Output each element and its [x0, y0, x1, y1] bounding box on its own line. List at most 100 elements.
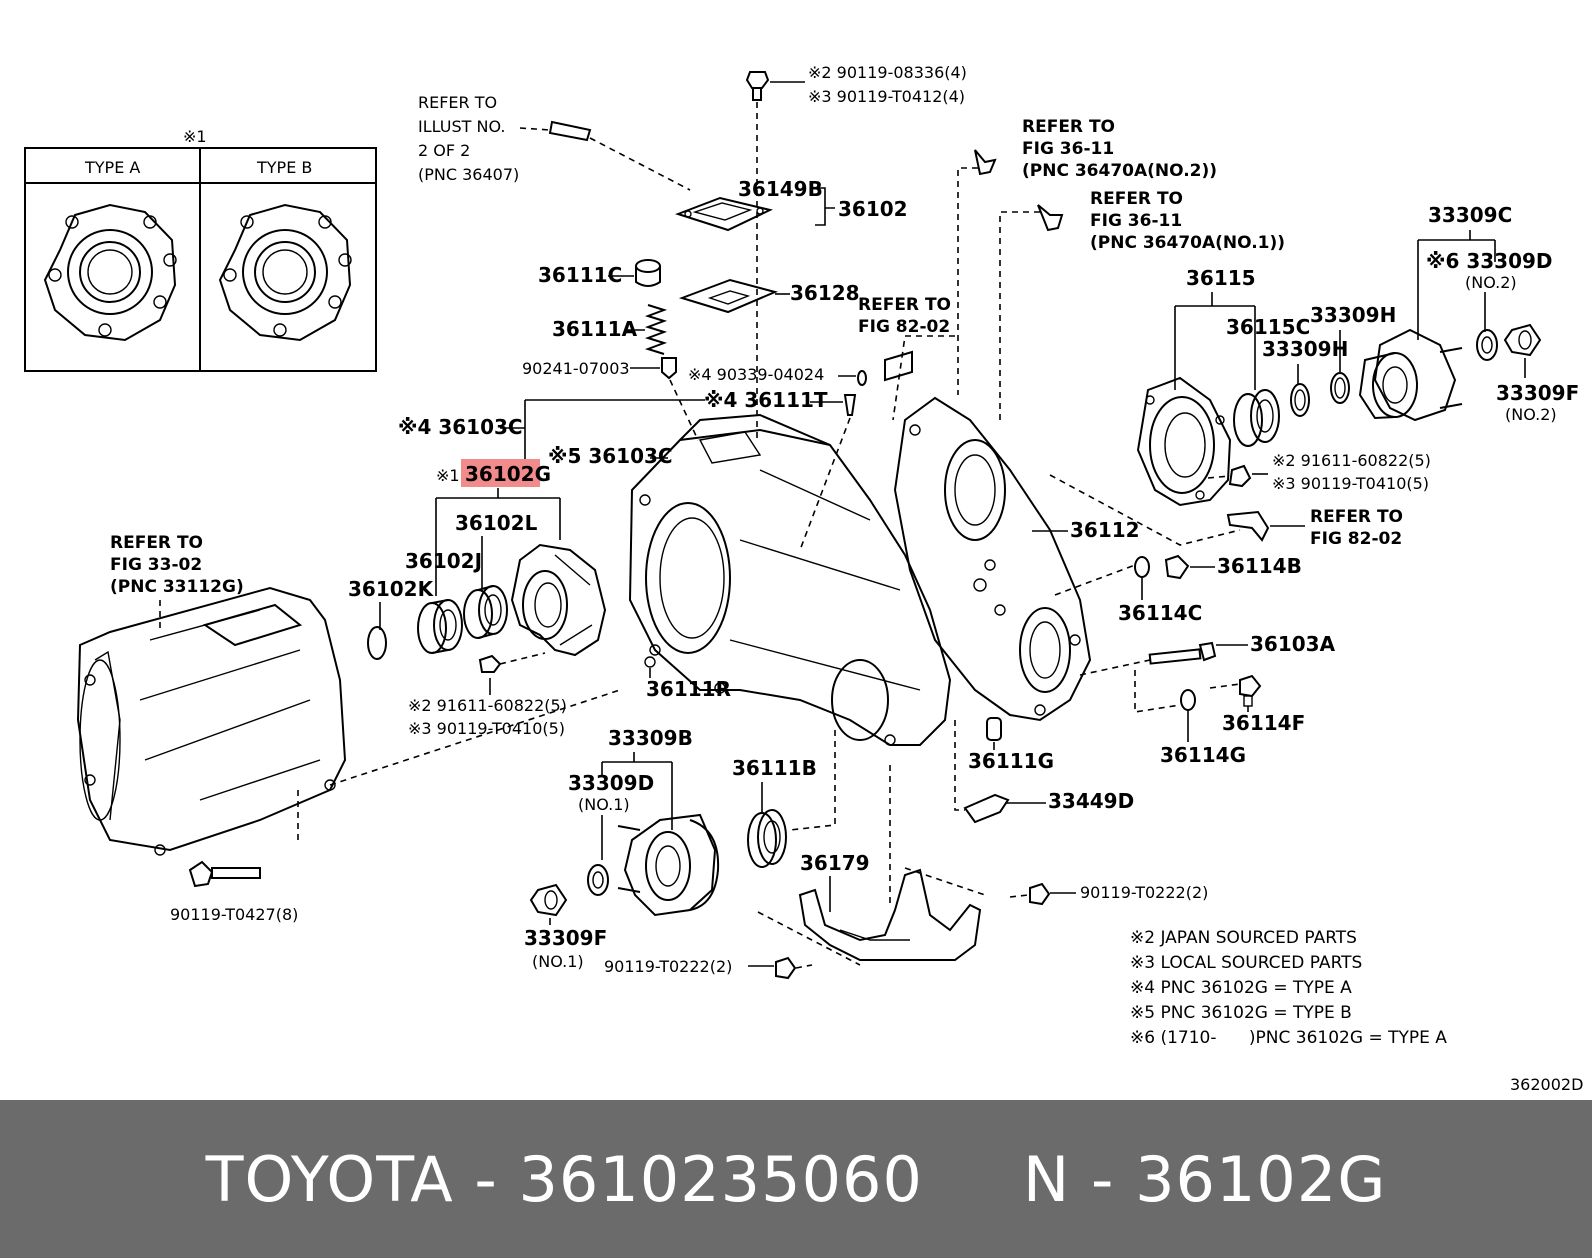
part-36102L: 36102L	[455, 511, 538, 535]
washer-33309D-icon	[1476, 329, 1498, 361]
part-36115: 36115	[1186, 266, 1256, 290]
cover-plate-icon	[674, 196, 773, 232]
part-36102G-mark: ※1	[436, 466, 460, 485]
top-bolt-1: ※2 90119-08336(4)	[808, 63, 967, 82]
part-90339: ※4 90339-04024	[688, 365, 824, 384]
part-36115C: 36115C	[1226, 315, 1310, 339]
part-36103C-type4: ※4 36103C	[398, 415, 523, 439]
part-36111C: 36111C	[538, 263, 622, 287]
footer-pnc: N - 36102G	[1022, 1142, 1387, 1216]
seal-33309H-icon	[1290, 383, 1310, 417]
part-36114B: 36114B	[1217, 554, 1302, 578]
refer-fig36-no2: REFER TO FIG 36-11 (PNC 36470A(NO.2))	[1022, 117, 1217, 181]
left-bolt-1: ※2 91611-60822(5)	[408, 696, 567, 715]
type-b-housing-icon	[218, 203, 352, 342]
flange-33309B-icon	[617, 813, 720, 917]
oil-seal-36102L-icon	[463, 585, 508, 639]
oil-seal-36102J-icon	[417, 599, 463, 654]
right-bolt-2: ※3 90119-T0410(5)	[1272, 474, 1429, 493]
part-36111A: 36111A	[552, 317, 638, 341]
part-36102-label: 36102	[838, 197, 908, 221]
svg-text:(PNC 33112G): (PNC 33112G)	[110, 577, 244, 597]
footer-bar: TOYOTA - 3610235060 N - 36102G	[0, 1100, 1592, 1258]
part-33309B: 33309B	[608, 726, 693, 750]
part-36149B: 36149B	[738, 177, 823, 201]
part-36102G-highlighted[interactable]: 36102G	[465, 462, 551, 486]
oil-seal-36111B-icon	[747, 809, 787, 868]
svg-text:FIG 82-02: FIG 82-02	[858, 317, 950, 337]
highlight-box	[461, 459, 540, 487]
extension-housing-icon	[510, 543, 607, 657]
part-36114G: 36114G	[1160, 743, 1246, 767]
part-36114C: 36114C	[1118, 601, 1202, 625]
bottom-bolt-label: 90119-T0222(2)	[604, 957, 732, 976]
bracket-fig82-icon	[1226, 510, 1270, 542]
svg-text:(PNC 36407): (PNC 36407)	[418, 165, 519, 184]
left-bolt-2: ※3 90119-T0410(5)	[408, 719, 565, 738]
bearing-36115C-icon	[1233, 389, 1280, 447]
bracket-33449D-icon	[963, 793, 1010, 824]
part-33309C: 33309C	[1428, 203, 1512, 227]
svg-text:REFER TO: REFER TO	[858, 295, 951, 315]
refer-fig36-no1: REFER TO FIG 36-11 (PNC 36470A(NO.1))	[1090, 189, 1285, 253]
long-bolt-36103A-icon	[1148, 641, 1217, 665]
left-case-bolt: 90119-T0427(8)	[170, 905, 298, 924]
nut-33309F-right-icon	[1503, 323, 1542, 357]
part-36112: 36112	[1070, 518, 1140, 542]
detent-plug-icon	[661, 357, 677, 380]
part-36179: 36179	[800, 851, 870, 875]
right-bottom-bolt-label: 90119-T0222(2)	[1080, 883, 1208, 902]
washer-36114C-icon	[1134, 556, 1150, 578]
part-36102J: 36102J	[405, 549, 482, 573]
skid-plate-icon	[798, 868, 982, 961]
refer-fig33: REFER TO FIG 33-02 (PNC 33112G)	[110, 533, 244, 597]
right-bottom-bolt-icon	[1009, 882, 1051, 906]
footer-part-number: TOYOTA - 3610235060	[205, 1142, 923, 1216]
note-3: ※4 PNC 36102G = TYPE A	[1130, 978, 1352, 998]
note-5: ※6 (1710- )PNC 36102G = TYPE A	[1130, 1028, 1447, 1048]
part-33309D-right: ※6 33309D	[1426, 249, 1553, 273]
refer-fig82-top: REFER TO FIG 82-02	[858, 295, 951, 337]
part-36111G: 36111G	[968, 749, 1054, 773]
gasket-icon	[678, 278, 779, 314]
plug-icon	[635, 259, 661, 287]
part-36103C-type5: ※5 36103C	[548, 444, 673, 468]
part-33309H-2: 33309H	[1262, 337, 1348, 361]
svg-text:FIG 36-11: FIG 36-11	[1090, 211, 1182, 231]
note-2: ※3 LOCAL SOURCED PARTS	[1130, 953, 1362, 973]
bolt-36114F-icon	[1239, 674, 1262, 707]
seal-33309H-2-icon	[1330, 372, 1350, 404]
oring-icon	[367, 626, 387, 660]
svg-text:FIG 82-02: FIG 82-02	[1310, 529, 1402, 549]
svg-text:REFER TO: REFER TO	[110, 533, 203, 553]
part-36114F: 36114F	[1222, 711, 1305, 735]
note-4: ※5 PNC 36102G = TYPE B	[1130, 1003, 1352, 1023]
type-a-housing-icon	[43, 203, 177, 342]
svg-text:FIG 33-02: FIG 33-02	[110, 555, 202, 575]
dowel-36111G-icon	[986, 717, 1002, 741]
svg-text:REFER TO: REFER TO	[1090, 189, 1183, 209]
part-33309F-left: 33309F	[524, 926, 607, 950]
note-1: ※2 JAPAN SOURCED PARTS	[1130, 928, 1357, 948]
inset-mark: ※1	[183, 127, 207, 146]
part-36103A: 36103A	[1250, 632, 1336, 656]
part-36111R: 36111R	[646, 677, 731, 701]
spring-icon	[644, 304, 668, 355]
washer-33309D-left-icon	[587, 864, 609, 896]
transmission-case-icon	[76, 586, 347, 856]
nut-33309F-left-icon	[529, 883, 568, 917]
flange-33309C-icon	[1358, 328, 1463, 422]
bolt-36114B-icon	[1164, 554, 1190, 580]
rear-housing-36115-icon	[1136, 376, 1232, 507]
part-33309F-right: 33309F	[1496, 381, 1579, 405]
no2-label-a: (NO.2)	[1465, 273, 1517, 292]
type-b-label: TYPE B	[256, 158, 312, 177]
part-33309D-left: 33309D	[568, 771, 654, 795]
part-33449D: 33449D	[1048, 789, 1134, 813]
diagram-id: 362002D	[1510, 1075, 1583, 1094]
small-bolt-icon	[478, 652, 546, 673]
svg-text:REFER TO: REFER TO	[1022, 117, 1115, 137]
svg-text:FIG 36-11: FIG 36-11	[1022, 139, 1114, 159]
type-a-label: TYPE A	[84, 158, 140, 177]
notes: ※2 JAPAN SOURCED PARTS ※3 LOCAL SOURCED …	[1130, 928, 1447, 1048]
